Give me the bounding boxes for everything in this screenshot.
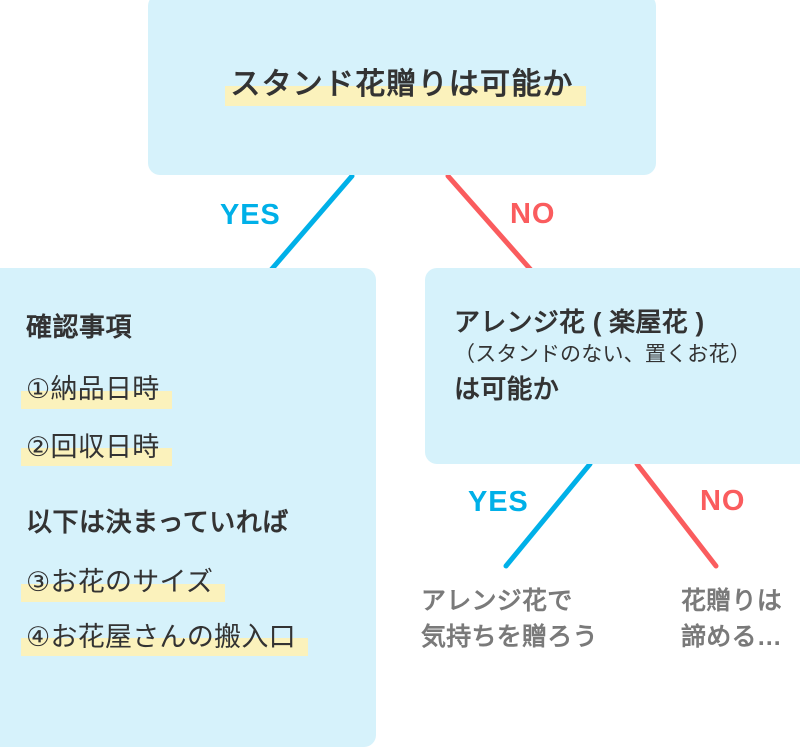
leaf-text-arrange-ok: アレンジ花で 気持ちを贈ろう — [421, 587, 598, 652]
checklist-item-1: ①納品日時 — [21, 373, 376, 409]
checklist-subheading: 以下は決まっていれば — [26, 506, 289, 537]
checklist-heading: 確認事項 — [26, 312, 133, 342]
checklist-item-4: ④お花屋さんの搬入口 — [21, 621, 376, 656]
spacer — [26, 599, 376, 621]
arrange-line-2: （スタンドのない、置くお花） — [454, 342, 751, 366]
highlight-bar — [21, 448, 172, 466]
checklist-item-2: ②回収日時 — [21, 431, 376, 466]
spacer — [26, 463, 376, 507]
edge-label-no-top: NO — [510, 198, 556, 230]
spacer — [26, 406, 376, 431]
spacer — [26, 538, 376, 566]
arrange-line-3: は可能か — [454, 373, 560, 404]
root-question-text: スタンド花贈りは可能か — [225, 67, 586, 106]
highlight-bar — [225, 85, 586, 106]
highlight-bar — [21, 390, 172, 409]
edge-label-yes-top: YES — [220, 199, 281, 231]
highlight-bar — [21, 638, 308, 656]
checklist-item-3: ③お花のサイズ — [21, 566, 376, 602]
arrange-line-1: アレンジ花 ( 楽屋花 ) — [454, 307, 705, 337]
highlight-bar — [21, 583, 226, 602]
decision-node-stand-flower: スタンド花贈りは可能か — [148, 0, 656, 175]
edge-label-no-bottom: NO — [700, 485, 746, 517]
decision-node-arrange-flower: アレンジ花 ( 楽屋花 ) （スタンドのない、置くお花） は可能か — [425, 268, 800, 464]
outcome-node-checklist: 確認事項 ①納品日時 ②回収日時 以下は決まっていれば ③お花のサイズ — [0, 268, 376, 747]
edge-label-yes-bottom: YES — [468, 486, 529, 518]
edge-line-yes-top — [268, 173, 355, 273]
spacer — [26, 343, 376, 373]
leaf-text-give-up: 花贈りは 諦める… — [681, 587, 783, 652]
